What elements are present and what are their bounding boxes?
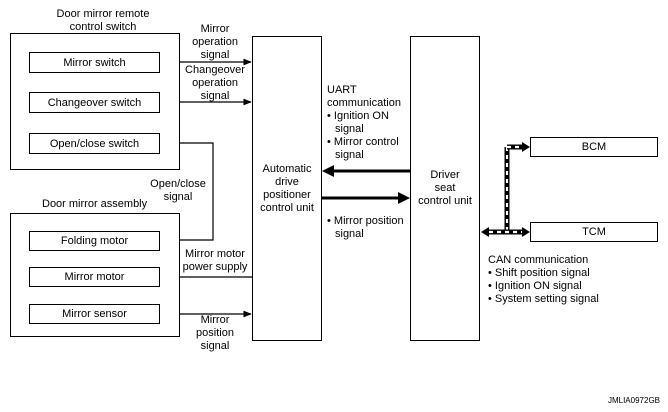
figure-code: JMLIA0972GB (607, 396, 660, 405)
adp-control-unit: Automatic drive positioner control unit (252, 36, 322, 341)
mirror-assembly-title: Door mirror assembly (42, 198, 148, 210)
mirror-operation-label: Mirror operation signal (192, 23, 238, 61)
open-close-label: Open/close signal (150, 178, 206, 203)
mirror-switch: Mirror switch (29, 52, 160, 73)
motor-power-label: Mirror motor power supply (182, 248, 248, 273)
open-close-arrow (160, 142, 214, 244)
open-close-switch: Open/close switch (29, 133, 160, 154)
driver-seat-control-unit: Driver seat control unit (410, 36, 480, 341)
uart-position-label: • Mirror position signal (327, 215, 404, 240)
remote-switch-title: Door mirror remote control switch (56, 8, 150, 33)
folding-motor: Folding motor (29, 231, 160, 251)
tcm-unit: TCM (530, 222, 658, 242)
uart-label: UART communication • Ignition ON signal … (327, 84, 401, 161)
can-label: CAN communication • Shift position signa… (488, 254, 599, 305)
mirror-sensor: Mirror sensor (29, 304, 160, 324)
bcm-unit: BCM (530, 137, 658, 157)
changeover-switch: Changeover switch (29, 92, 160, 113)
mirror-motor: Mirror motor (29, 267, 160, 287)
changeover-operation-label: Changeover operation signal (185, 64, 245, 102)
mirror-position-label: Mirror position signal (196, 314, 234, 352)
